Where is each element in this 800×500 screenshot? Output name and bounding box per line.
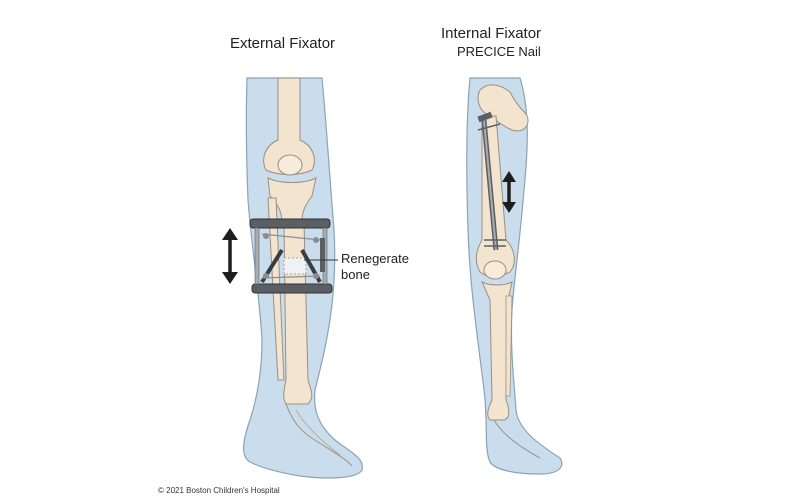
precice-nail-subtitle: PRECICE Nail (457, 44, 541, 59)
left-foot-bones (285, 403, 353, 467)
left-leg-illustration (243, 77, 363, 479)
left-regenerate-zone (283, 257, 307, 275)
internal-fixator-title: Internal Fixator (441, 25, 542, 42)
upper-ring (249, 218, 331, 229)
right-leg-skin (466, 77, 563, 475)
lengthening-arrow-right (502, 171, 516, 213)
right-fibula (505, 295, 513, 397)
lower-ring (251, 283, 333, 294)
right-hip-bone (477, 84, 529, 132)
left-tibia-upper (267, 177, 317, 223)
right-tibia (480, 280, 513, 421)
external-fixator-frame (249, 218, 333, 294)
left-patella (277, 154, 303, 176)
renegerate-bone-callout: Renegerate bone (341, 251, 409, 283)
right-patella (483, 260, 507, 280)
rod-left (254, 227, 260, 285)
external-fixator-title: External Fixator (230, 35, 336, 52)
right-leg-illustration (466, 77, 563, 475)
callout-line-1: Renegerate (341, 251, 409, 266)
precice-nail (477, 111, 506, 251)
lengthening-arrow-left (222, 228, 238, 284)
copyright-notice: © 2021 Boston Children's Hospital (158, 486, 280, 495)
callout-line-2: bone (341, 267, 370, 282)
